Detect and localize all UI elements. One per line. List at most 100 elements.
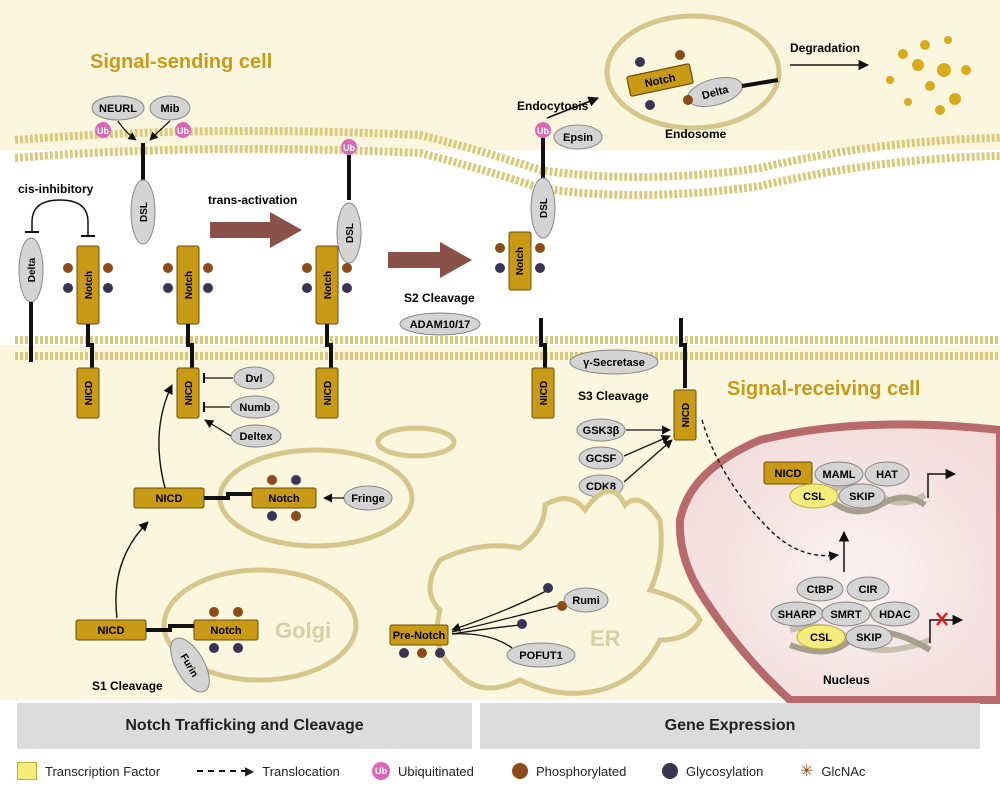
legend-glycosylation: Glycosylation <box>662 760 763 782</box>
endosome: Notch Delta Endosome <box>604 13 782 141</box>
section-left-bar: Notch Trafficking and Cleavage <box>17 703 472 749</box>
svg-text:Deltex: Deltex <box>239 431 273 443</box>
svg-text:Rumi: Rumi <box>572 595 600 607</box>
svg-text:Ub: Ub <box>97 126 109 136</box>
smrt <box>821 601 871 627</box>
csl-active <box>789 483 839 509</box>
gamma-secretase <box>569 349 659 375</box>
furin <box>170 637 210 693</box>
svg-text:Notch: Notch <box>210 625 241 637</box>
svg-text:DSL: DSL <box>539 198 550 218</box>
pofut1 <box>506 642 576 668</box>
svg-text:SHARP: SHARP <box>778 609 817 621</box>
transcription-off-arrow <box>929 614 964 643</box>
neurl <box>91 95 145 121</box>
endocytosis-arrow <box>546 96 599 119</box>
svg-text:Notch: Notch <box>268 493 299 505</box>
nicd-free <box>673 389 697 441</box>
blocked-x-icon <box>936 612 948 626</box>
svg-text:NICD: NICD <box>98 625 125 637</box>
pre-notch <box>389 624 449 646</box>
endocytosis-label: Endocytosis <box>517 99 589 113</box>
legend-translocation: ▶ Translocation <box>197 760 340 782</box>
section-left-title: Notch Trafficking and Cleavage <box>125 717 364 734</box>
svg-text:NICD: NICD <box>323 381 334 405</box>
ub-neurl-icon <box>95 122 111 138</box>
svg-text:NICD: NICD <box>84 381 95 405</box>
nicd-3 <box>315 367 339 419</box>
nicd-2 <box>176 367 200 419</box>
svg-text:Notch: Notch <box>515 247 526 275</box>
skip-active <box>838 483 886 509</box>
svg-text:SMRT: SMRT <box>830 609 861 621</box>
ub-dsl3-icon <box>341 139 357 155</box>
ub-icon: Ub <box>372 762 390 780</box>
svg-text:NICD: NICD <box>156 493 183 505</box>
svg-text:Dvl: Dvl <box>245 373 262 385</box>
glycosylation-icon <box>662 763 678 779</box>
legend-phosphorylated: Phosphorylated <box>512 760 626 782</box>
svg-text:NICD: NICD <box>681 403 692 427</box>
golgi-label: Golgi <box>275 618 331 643</box>
signal-receiving-cell-title: Signal-receiving cell <box>727 378 920 400</box>
nicd-s3 <box>531 367 555 419</box>
gcsf <box>578 446 624 470</box>
svg-text:Ub: Ub <box>343 143 355 153</box>
maml <box>814 461 864 487</box>
endoplasmic-reticulum <box>427 488 703 696</box>
legend: Transcription Factor ▶ Translocation Ub … <box>0 760 1000 790</box>
s3-cleavage-label: S3 Cleavage <box>578 389 649 403</box>
notch-golgi <box>193 619 259 641</box>
svg-text:GCSF: GCSF <box>586 453 617 465</box>
rumi <box>563 587 609 613</box>
svg-text:Notch: Notch <box>323 271 334 299</box>
section-right-bar: Gene Expression <box>480 703 980 749</box>
svg-text:DSL: DSL <box>139 202 150 222</box>
svg-text:NICD: NICD <box>775 468 802 480</box>
phosphorylated-icon <box>512 763 528 779</box>
svg-text:SKIP: SKIP <box>856 632 882 644</box>
endocytosis-ub-icon <box>535 122 551 138</box>
svg-text:SKIP: SKIP <box>849 491 875 503</box>
dsl-3 <box>336 202 362 264</box>
nucleus <box>675 420 1000 704</box>
svg-text:POFUT1: POFUT1 <box>519 650 562 662</box>
svg-text:Ub: Ub <box>537 126 549 136</box>
cis-inhibitory-arc <box>31 199 89 235</box>
ctbp <box>796 576 844 602</box>
svg-text:HDAC: HDAC <box>879 609 911 621</box>
dsl-endocytosis <box>530 177 556 239</box>
legend-ubiquitinated: Ub Ubiquitinated <box>372 760 474 782</box>
notch-golgi-upper <box>251 487 317 509</box>
legend-glcnac: ✳ GlcNAc <box>800 763 866 780</box>
dsl-1 <box>130 179 156 245</box>
svg-text:Epsin: Epsin <box>563 132 593 144</box>
nicd-nucleus <box>763 461 813 485</box>
svg-text:GSK3β: GSK3β <box>583 425 620 437</box>
s1-cleavage-label: S1 Cleavage <box>92 679 163 693</box>
svg-text:NICD: NICD <box>184 381 195 405</box>
hat <box>864 461 910 487</box>
tf-swatch-icon <box>17 762 37 780</box>
svg-text:MAML: MAML <box>823 469 856 481</box>
signal-sending-cell-bg <box>0 0 1000 150</box>
svg-text:CIR: CIR <box>859 584 878 596</box>
svg-text:Fringe: Fringe <box>351 493 385 505</box>
section-right-title: Gene Expression <box>664 717 796 734</box>
svg-text:DSL: DSL <box>345 223 356 243</box>
svg-text:CSL: CSL <box>803 491 825 503</box>
notch-receptor-3: Notch NICD <box>302 245 352 419</box>
trans-activation-label: trans-activation <box>208 193 297 207</box>
gsk3b <box>576 418 626 442</box>
signal-sending-cell-title: Signal-sending cell <box>90 51 272 73</box>
adam10-17 <box>399 312 481 336</box>
svg-text:Mib: Mib <box>161 103 180 115</box>
svg-text:Numb: Numb <box>239 402 270 414</box>
nucleus-label: Nucleus <box>823 673 870 687</box>
svg-text:CtBP: CtBP <box>807 584 834 596</box>
lower-membrane <box>15 336 1000 360</box>
transcription-on-arrow <box>927 468 957 498</box>
svg-text:γ-Secretase: γ-Secretase <box>583 357 645 369</box>
svg-text:HAT: HAT <box>876 469 898 481</box>
